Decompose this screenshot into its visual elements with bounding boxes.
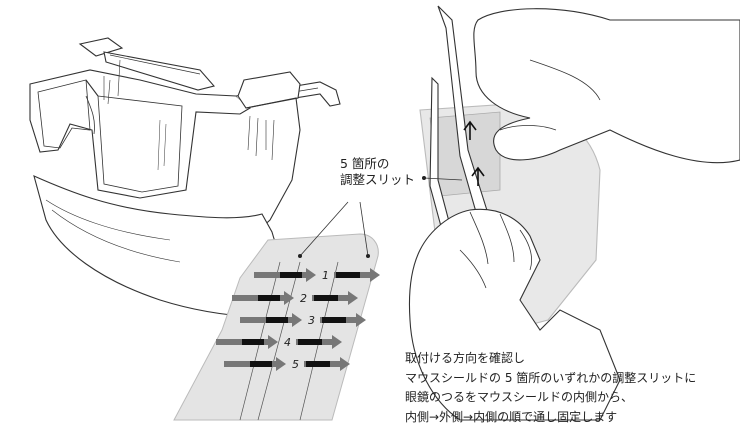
instruction-text: 取付ける方向を確認し マウスシールドの 5 箇所のいずれかの調整スリットに 眼鏡… bbox=[405, 349, 735, 427]
slit-row: 5 bbox=[224, 357, 350, 371]
slit-callout: 5 箇所の 調整スリット bbox=[340, 156, 415, 188]
slit-row: 1 bbox=[254, 268, 380, 282]
slit-row: 4 bbox=[216, 335, 342, 349]
instruction-line: 内側→外側→内側の順で通し固定します bbox=[405, 409, 618, 424]
slit-mark bbox=[258, 295, 280, 301]
slit-number: 4 bbox=[284, 336, 291, 349]
slit-mark bbox=[306, 361, 330, 367]
instruction-line: マウスシールドの 5 箇所のいずれかの調整スリットに bbox=[405, 370, 697, 385]
slit-number: 5 bbox=[292, 358, 299, 371]
slit-number: 3 bbox=[308, 314, 315, 327]
callout-line-1: 5 箇所の bbox=[340, 156, 390, 171]
slit-number: 1 bbox=[322, 269, 329, 282]
slit-row: 3 bbox=[240, 313, 366, 327]
slit-mark bbox=[322, 317, 346, 323]
hands-illustration bbox=[408, 5, 740, 421]
slit-number: 2 bbox=[300, 292, 307, 305]
slit-mark bbox=[336, 272, 360, 278]
slit-mark bbox=[242, 339, 264, 345]
slit-mark bbox=[298, 339, 322, 345]
callout-line-2: 調整スリット bbox=[340, 172, 416, 187]
instruction-line: 取付ける方向を確認し bbox=[405, 351, 526, 365]
slit-mark bbox=[266, 317, 288, 323]
shield-closeup: 1 23 45 bbox=[173, 201, 380, 421]
slit-mark bbox=[314, 295, 338, 301]
slit-mark bbox=[250, 361, 272, 367]
slit-mark bbox=[280, 272, 302, 278]
instruction-line: 眼鏡のつるをマウスシールドの内側から、 bbox=[405, 390, 634, 404]
slit-row: 2 bbox=[232, 291, 358, 305]
